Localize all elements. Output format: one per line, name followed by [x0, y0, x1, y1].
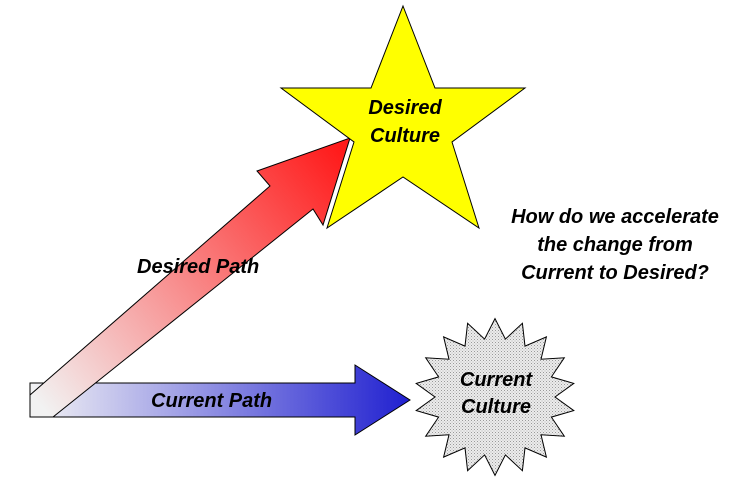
desired-culture-label-line2: Culture: [370, 125, 440, 147]
current-culture-label-line1: Current: [460, 369, 534, 391]
current-path-arrow: [29, 364, 411, 436]
question-line1: How do we accelerate: [511, 206, 719, 228]
question-line2: the change from: [537, 234, 693, 256]
desired-culture-label-line1: Desired: [368, 97, 442, 119]
desired-culture-star: [279, 4, 527, 230]
question-line3: Current to Desired?: [521, 262, 709, 284]
current-culture-burst: [415, 317, 575, 477]
desired-path-label: Desired Path: [137, 256, 259, 278]
current-path-label: Current Path: [151, 390, 272, 412]
desired-path-arrow: [29, 137, 351, 418]
current-culture-label-line2: Culture: [461, 396, 531, 418]
